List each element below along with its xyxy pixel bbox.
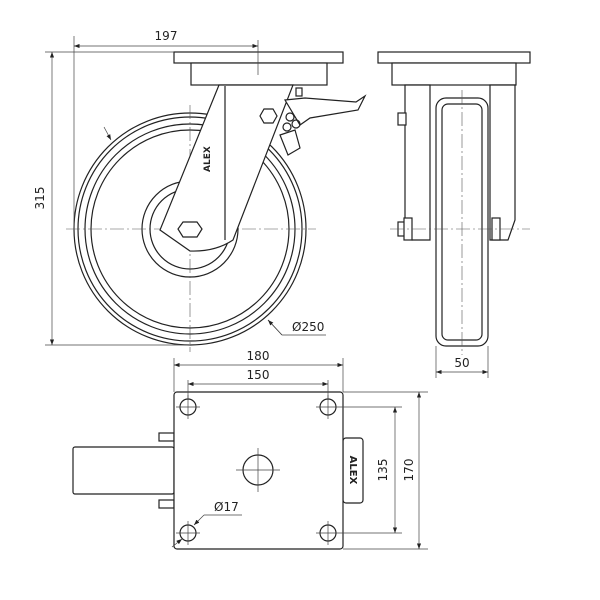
- swivel-block: [190, 62, 328, 86]
- brake-lever: [279, 87, 367, 156]
- dim-plate-length: 170: [402, 459, 416, 482]
- dim-wheel-width: 50: [454, 356, 469, 370]
- dim-height: 315: [33, 187, 47, 210]
- top-view: ALEX 180 150 135 170 Ø17: [72, 349, 428, 550]
- dim-wheel-diameter: Ø250: [292, 320, 324, 334]
- mounting-plate: [173, 391, 344, 550]
- side-view: ALEX 197 315 Ø250: [33, 29, 367, 352]
- fork-leg-right: [489, 84, 516, 241]
- axle-nut: [177, 221, 203, 238]
- stem: [72, 446, 175, 495]
- dim-offset: 197: [155, 29, 178, 43]
- dim-plate-width: 180: [247, 349, 270, 363]
- fork-bolt: [259, 108, 278, 124]
- fork-logo: ALEX: [203, 146, 213, 172]
- dim-hole-spacing-y: 135: [376, 459, 390, 482]
- fork-leg-left: [404, 84, 431, 241]
- dim-hole-diameter: Ø17: [214, 500, 239, 514]
- front-view: 50: [377, 51, 531, 378]
- brake-label: ALEX: [347, 456, 358, 485]
- dim-hole-spacing-x: 150: [247, 368, 270, 382]
- top-plate: [173, 51, 344, 64]
- fork: [159, 84, 294, 252]
